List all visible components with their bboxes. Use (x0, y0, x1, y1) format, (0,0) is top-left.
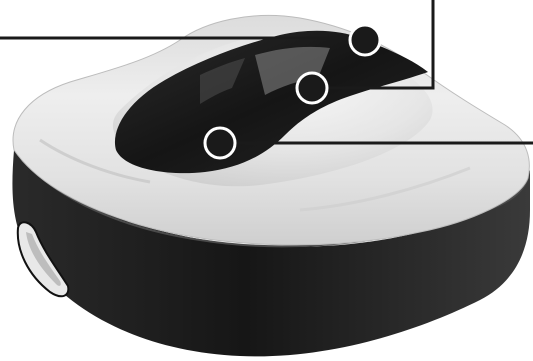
callout-2-marker (297, 73, 327, 103)
callout-3-marker (205, 128, 235, 158)
callout-1-marker (350, 25, 380, 55)
